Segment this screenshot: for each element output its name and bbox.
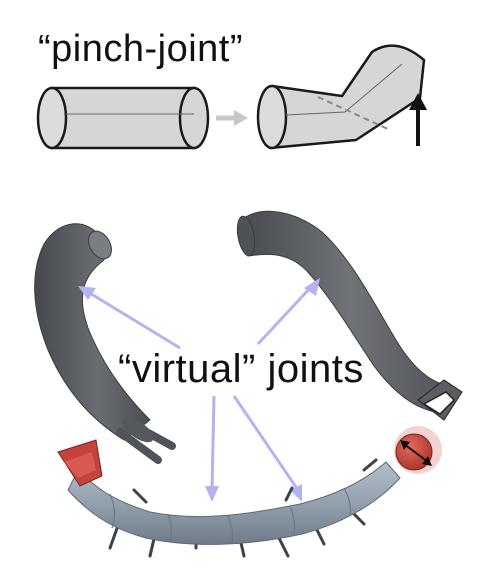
- straight-cylinder: [36, 86, 210, 150]
- bottom-body: [57, 426, 442, 558]
- up-arrow-icon: [409, 93, 427, 146]
- virtual-joints-label: “virtual” joints: [118, 347, 364, 391]
- left-dark-limb: [34, 223, 176, 464]
- bent-cylinder: [256, 44, 426, 150]
- transition-arrow-icon: [216, 110, 248, 126]
- pinch-joint-label: “pinch-joint”: [38, 28, 244, 70]
- right-dark-limb: [236, 210, 463, 421]
